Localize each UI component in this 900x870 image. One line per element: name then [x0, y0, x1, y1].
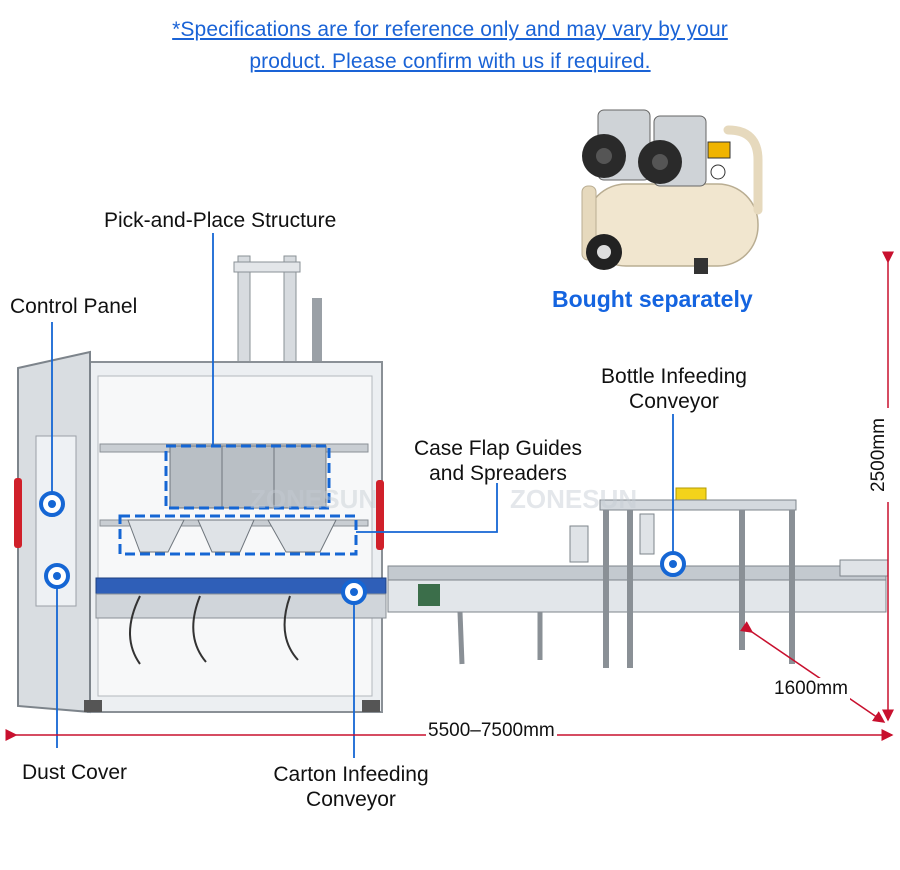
watermark-1: ZONESUN: [250, 484, 377, 514]
bottle-infeed-conveyor-image: [387, 487, 889, 668]
dimension-length: 5500–7500mm: [426, 720, 557, 742]
label-bottle-infeed-line-1: Bottle Infeeding: [601, 365, 747, 388]
case-packer-frame: [14, 255, 387, 714]
dimension-height: 2500mm: [868, 408, 890, 502]
label-bottle-infeed: Bottle Infeeding Conveyor: [582, 364, 766, 414]
label-case-flap: Case Flap Guides and Spreaders: [404, 436, 592, 486]
label-carton-infeed: Carton Infeeding Conveyor: [256, 762, 446, 812]
case-flap-highlight: [118, 514, 358, 556]
label-case-flap-line-1: Case Flap Guides: [413, 437, 583, 460]
pick-and-place-highlight: [164, 444, 331, 510]
label-carton-infeed-line-2: Conveyor: [306, 788, 396, 811]
label-control-panel: Control Panel: [10, 295, 138, 318]
marker-carton-infeed: [341, 579, 367, 605]
disclaimer-line-1: *Specifications are for reference only a…: [172, 18, 728, 41]
watermark-2: ZONESUN: [510, 484, 637, 514]
label-case-flap-line-2: and Spreaders: [429, 462, 567, 485]
disclaimer-line-2: product. Please confirm with us if requi…: [249, 50, 651, 73]
bought-separately-note: Bought separately: [552, 286, 753, 312]
air-compressor-image: [581, 109, 763, 274]
dimension-width: 1600mm: [772, 678, 850, 700]
marker-bottle-infeed: [660, 551, 686, 577]
marker-control-panel: [39, 491, 65, 517]
label-bottle-infeed-line-2: Conveyor: [629, 390, 719, 413]
label-pick-and-place: Pick-and-Place Structure: [104, 209, 337, 232]
label-carton-infeed-line-1: Carton Infeeding: [273, 763, 429, 786]
label-dust-cover: Dust Cover: [22, 761, 128, 784]
marker-dust-cover: [44, 563, 70, 589]
